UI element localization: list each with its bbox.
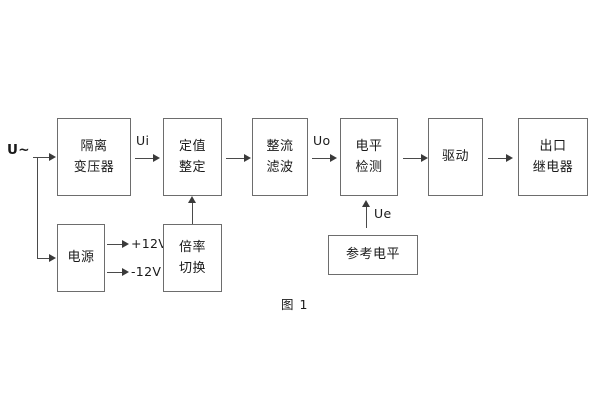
block-line: 变压器 — [73, 160, 115, 175]
drive-to-relay-arrow — [506, 154, 513, 162]
block-output-relay[interactable]: 出口 继电器 — [518, 118, 588, 196]
rail-positive-arrow — [122, 240, 129, 248]
block-line: 隔离 — [80, 138, 108, 154]
input-voltage-label: U~ — [7, 142, 30, 158]
rail-positive-label: +12V — [131, 236, 168, 251]
input-branch-trunk — [37, 157, 38, 258]
transformer-to-setting-arrow — [153, 154, 160, 162]
block-level-detect[interactable]: 电平 检测 — [340, 118, 398, 196]
block-line: 参考电平 — [345, 247, 400, 263]
block-line: 整流 — [266, 138, 294, 154]
block-line: 切换 — [178, 261, 206, 276]
input-stub-line — [33, 157, 38, 158]
signal-uo-label: Uo — [313, 133, 331, 148]
block-line: 整定 — [178, 160, 206, 175]
block-isolation-transformer[interactable]: 隔离 变压器 — [57, 118, 131, 196]
block-multiplier-switch[interactable]: 倍率 切换 — [163, 224, 222, 292]
block-line: 定值 — [178, 138, 206, 154]
detect-to-drive-arrow — [421, 154, 428, 162]
multiplier-to-setting-line — [192, 203, 193, 224]
branch-to-transformer-line — [37, 157, 51, 158]
block-reference-level[interactable]: 参考电平 — [328, 235, 418, 275]
block-line: 电源 — [67, 250, 95, 266]
rail-negative-arrow — [122, 268, 129, 276]
branch-to-power-arrow — [49, 254, 56, 262]
block-line: 倍率 — [178, 239, 206, 255]
transformer-to-setting-line — [135, 158, 155, 159]
block-line: 继电器 — [532, 160, 574, 175]
branch-to-transformer-arrow — [49, 153, 56, 161]
block-setting-value[interactable]: 定值 整定 — [163, 118, 222, 196]
signal-ui-label: Ui — [136, 133, 150, 148]
setting-to-rectify-line — [226, 158, 246, 159]
block-line: 出口 — [539, 138, 567, 154]
branch-to-power-line — [37, 258, 51, 259]
block-drive[interactable]: 驱动 — [428, 118, 483, 196]
rail-negative-line — [107, 272, 124, 273]
multiplier-to-setting-arrow — [188, 196, 196, 203]
rail-negative-label: -12V — [131, 264, 162, 279]
block-line: 滤波 — [266, 160, 294, 175]
figure-caption: 图 1 — [281, 297, 309, 312]
signal-ue-label: Ue — [374, 206, 392, 221]
rail-positive-line — [107, 244, 124, 245]
reference-to-detect-line — [366, 207, 367, 228]
drive-to-relay-line — [488, 158, 508, 159]
detect-to-drive-line — [403, 158, 423, 159]
rectify-to-detect-arrow — [330, 154, 337, 162]
block-line: 电平 — [355, 138, 383, 154]
block-line: 驱动 — [441, 149, 469, 165]
setting-to-rectify-arrow — [244, 154, 251, 162]
rectify-to-detect-line — [312, 158, 332, 159]
block-rectify-filter[interactable]: 整流 滤波 — [252, 118, 308, 196]
block-line: 检测 — [355, 160, 383, 175]
reference-to-detect-arrow — [362, 200, 370, 207]
block-power-supply[interactable]: 电源 — [57, 224, 105, 292]
